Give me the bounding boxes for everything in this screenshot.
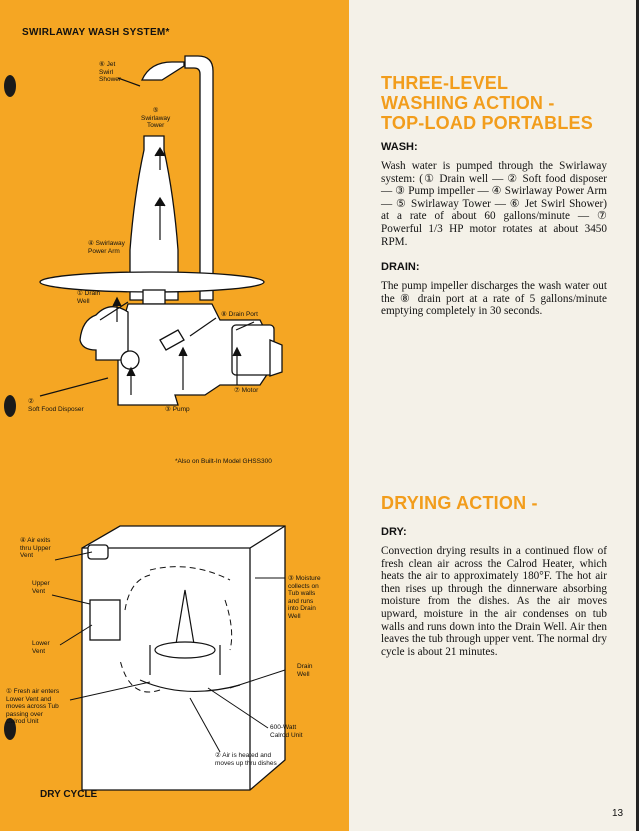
dry-subheading: DRY:: [381, 526, 407, 538]
drain-description: The pump impeller discharges the wash wa…: [381, 280, 607, 318]
dry-description: Convection drying results in a continued…: [381, 545, 607, 658]
label-upper-vent: Upper Vent: [32, 580, 50, 595]
label-power-arm: ④ Swirlaway Power Arm: [88, 240, 125, 255]
heading-three-level-3: TOP-LOAD PORTABLES: [381, 114, 593, 133]
label-jet-swirl-shower: ⑥ Jet Swirl Shower: [99, 61, 121, 84]
wash-subheading: WASH:: [381, 141, 418, 153]
label-pump: ③ Pump: [165, 406, 190, 414]
dry-cycle-title: DRY CYCLE: [40, 789, 97, 800]
heading-three-level-1: THREE-LEVEL: [381, 74, 508, 93]
wash-description: Wash water is pumped through the Swirlaw…: [381, 160, 607, 248]
page-number: 13: [612, 808, 623, 819]
label-air-heated: ② Air is heated and moves up thru dishes: [215, 752, 277, 767]
label-fresh-air: ① Fresh air enters Lower Vent and moves …: [6, 688, 59, 726]
label-drain-well: ① Drain Well: [77, 290, 100, 305]
label-moisture: ③ Moisture collects on Tub walls and run…: [288, 575, 321, 620]
label-swirlaway-tower: ⑤ Swirlaway Tower: [141, 107, 170, 130]
label-drain-well-dry: Drain Well: [297, 663, 313, 678]
label-lower-vent: Lower Vent: [32, 640, 50, 655]
label-air-exits: ④ Air exits thru Upper Vent: [20, 537, 51, 560]
label-soft-food-disposer: ② Soft Food Disposer: [28, 398, 84, 413]
heading-drying-action: DRYING ACTION -: [381, 494, 538, 513]
label-drain-port: ⑧ Drain Port: [221, 311, 258, 319]
label-calrod-unit: 600-Watt Calrod Unit: [270, 724, 303, 739]
drain-subheading: DRAIN:: [381, 261, 420, 273]
label-motor: ⑦ Motor: [234, 387, 258, 395]
heading-three-level-2: WASHING ACTION -: [381, 94, 555, 113]
footnote: *Also on Built-In Model GHSS300: [175, 458, 272, 465]
